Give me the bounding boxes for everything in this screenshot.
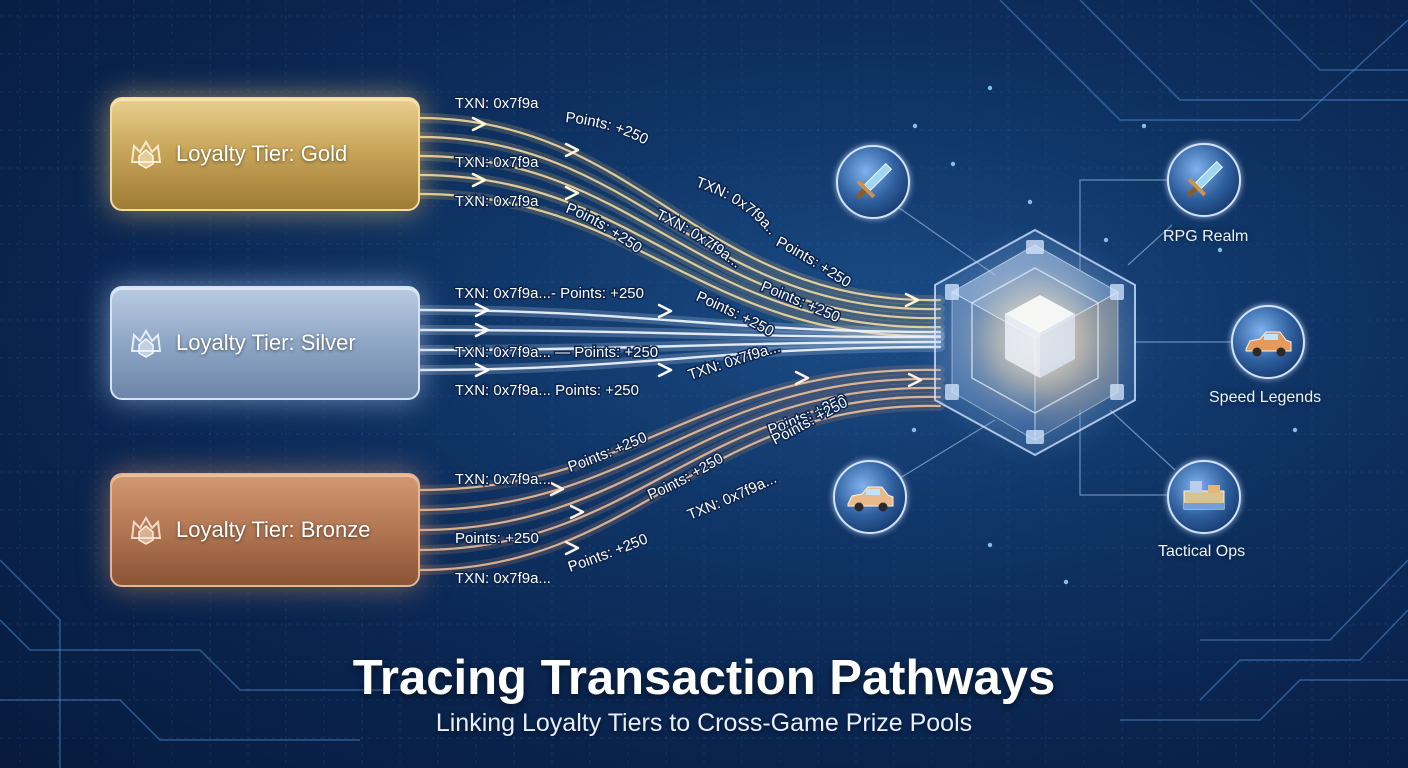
crown-shield-icon — [130, 140, 162, 169]
gold-flow-line — [418, 116, 942, 302]
silver-flow-arrow — [474, 302, 490, 318]
page-subtitle: Linking Loyalty Tiers to Cross-Game Priz… — [435, 709, 973, 737]
circuit-trace — [999, 0, 1408, 121]
circuit-trace — [1200, 559, 1408, 641]
bronze-flow-line — [418, 386, 942, 532]
silver-flow-arrow — [474, 362, 490, 378]
car-icon — [1245, 331, 1292, 357]
grid-node-dot — [987, 85, 993, 91]
bronze-flow-arrow — [794, 370, 810, 386]
flow-label: Points: +250 — [565, 109, 651, 148]
tier-label-gold: Loyalty Tier: Gold — [176, 141, 348, 166]
circuit-trace — [0, 699, 360, 741]
flow-label-text: TXN: 0x7f9a... Points: +250 — [454, 381, 641, 401]
gold-flow-arrow — [904, 292, 920, 308]
flow-label-text: TXN: 0x7f9a... — [454, 569, 553, 589]
circuit-trace — [1249, 0, 1408, 71]
grid-node-dot — [950, 161, 956, 167]
central-cube-hub — [915, 225, 1155, 465]
grid-node-dot — [1027, 199, 1033, 205]
bronze-flow-line — [418, 404, 942, 572]
flow-label: TXN: 0x7f9a... Points: +250 — [455, 382, 639, 399]
flow-label: Points: +250 — [455, 530, 539, 547]
crown-shield-icon — [130, 516, 162, 545]
bronze-flow-arrow — [569, 504, 585, 520]
flow-label-text: TXN: 0x7f9a... — [454, 470, 553, 490]
game-label-tactical-ops: Tactical Ops — [1158, 543, 1246, 560]
silver-flow-arrow — [657, 362, 673, 378]
hub-inner-cube-right — [1040, 314, 1075, 378]
bronze-flow-line — [418, 368, 942, 492]
silver-flow-arrow — [474, 322, 490, 338]
tier-label-silver: Loyalty Tier: Silver — [176, 330, 356, 355]
page-title: Tracing Transaction Pathways — [352, 651, 1056, 705]
car-icon — [847, 486, 894, 512]
game-node-rpg-realm[interactable] — [1167, 143, 1241, 217]
connector-rpg-realm-short — [1127, 224, 1173, 266]
grid-node-dot — [912, 123, 918, 129]
circuit-trace — [1120, 679, 1408, 721]
silver-flow-line — [418, 308, 942, 334]
silver-flow-line — [418, 345, 942, 372]
flow-label-text: TXN: 0x7f9a...- Points: +250 — [454, 284, 646, 304]
tier-box-gold[interactable]: Loyalty Tier: Gold — [110, 97, 420, 211]
circuit-trace — [0, 559, 61, 768]
tier-box-silver[interactable]: Loyalty Tier: Silver — [110, 286, 420, 400]
crown-shield-icon — [130, 329, 162, 358]
game-node-tactical-ops[interactable] — [1167, 460, 1241, 534]
flow-label: TXN: 0x7f9a... — Points: +250 — [455, 344, 658, 361]
gold-flow-arrow — [471, 116, 487, 132]
flow-label: TXN: 0x7f9a... — [455, 471, 551, 488]
grid-node-dot — [987, 542, 993, 548]
grid-node-dot — [911, 427, 917, 433]
grid-node-dot — [1217, 247, 1223, 253]
bronze-flow-arrow — [549, 481, 565, 497]
circuit-trace — [1079, 0, 1408, 101]
tier-label-bronze: Loyalty Tier: Bronze — [176, 517, 371, 542]
grid-node-dot — [1292, 427, 1298, 433]
game-label-rpg-realm: RPG Realm — [1163, 228, 1249, 245]
flow-label-text: Points: +250 — [454, 529, 541, 549]
gold-flow-line — [418, 154, 942, 320]
flow-label-text: Points: +250 — [563, 108, 652, 150]
sword-icon — [855, 162, 893, 200]
gold-flow-arrow — [564, 142, 580, 158]
silver-flow-arrow — [657, 303, 673, 319]
flow-label-text: TXN: 0x7f9a... — Points: +250 — [454, 343, 660, 363]
circuit-trace — [0, 619, 420, 691]
silver-flow-line — [418, 328, 942, 339]
sword-icon — [1186, 160, 1224, 198]
game-node-left-sword[interactable] — [836, 145, 910, 219]
bronze-flow-line — [418, 395, 942, 552]
fortress-icon — [1183, 481, 1225, 510]
grid-node-dot — [1063, 579, 1069, 585]
game-node-left-car[interactable] — [833, 460, 907, 534]
gold-flow-arrow — [471, 172, 487, 188]
game-node-speed-legends[interactable] — [1231, 305, 1305, 379]
flow-label-text: TXN: 0x7f9a... — [0, 0, 541, 114]
gold-flow-line — [418, 135, 942, 311]
grid-node-dot — [1141, 123, 1147, 129]
flow-label: TXN: 0x7f9a... — [455, 570, 551, 587]
flow-label: TXN: 0x7f9a...- Points: +250 — [455, 285, 644, 302]
grid-node-dot — [1103, 237, 1109, 243]
tier-box-bronze[interactable]: Loyalty Tier: Bronze — [110, 473, 420, 587]
bronze-flow-arrow — [564, 540, 580, 556]
game-label-speed-legends: Speed Legends — [1209, 389, 1322, 406]
hub-inner-cube-left — [1005, 314, 1040, 378]
flow-label: TXN: 0x7f9a... — [0, 0, 539, 112]
bronze-flow-line — [418, 377, 942, 512]
circuit-trace — [1199, 609, 1408, 701]
silver-flow-line — [418, 340, 942, 352]
hub-middle-hexagon — [971, 267, 1099, 414]
gold-flow-line — [418, 173, 942, 329]
gold-flow-arrow — [564, 185, 580, 201]
